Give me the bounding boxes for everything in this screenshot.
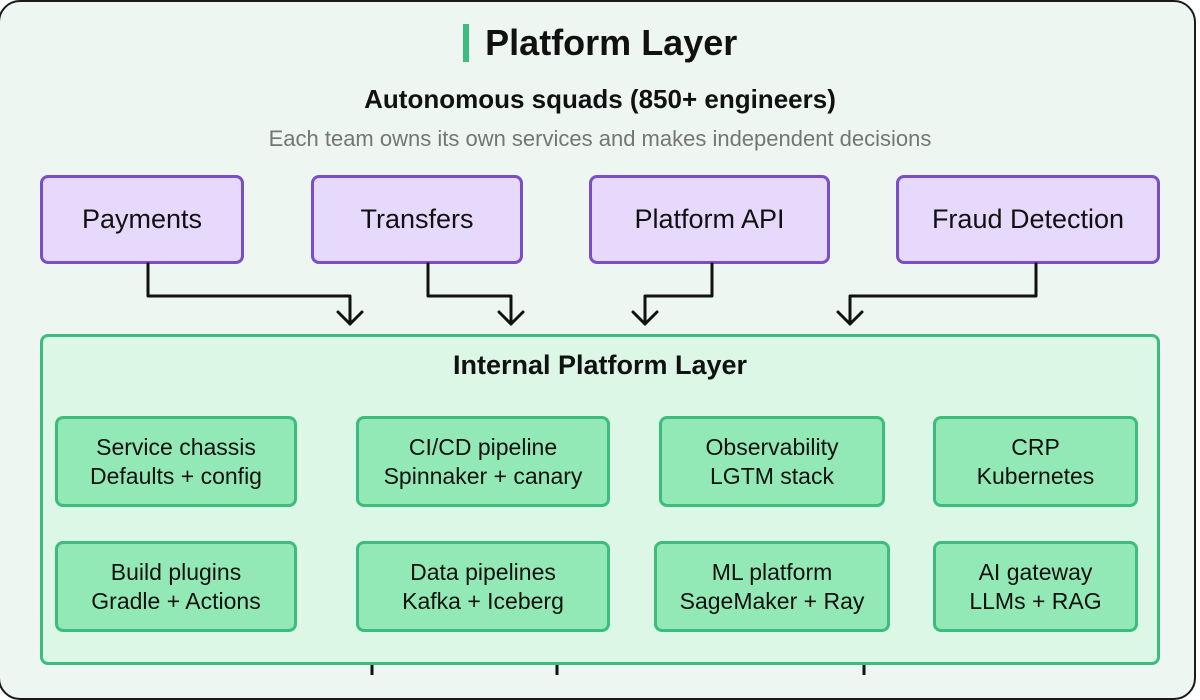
squad-label: Platform API [634,204,785,234]
squad-label: Payments [81,204,203,234]
arrow-platform-api [643,262,714,326]
tile-detail: Kubernetes [976,462,1095,489]
squad-label: Fraud Detection [931,204,1125,234]
platform-title: Internal Platform Layer [452,350,748,380]
tile-name: Service chassis [96,433,256,460]
arrowhead-fraud-detection [836,310,864,326]
title-row: Platform Layer [0,22,1200,64]
tile-detail: LGTM stack [710,462,834,489]
tile-name: ML platform [711,558,833,585]
arrowhead-payments [336,310,364,326]
tile-detail: Gradle + Actions [91,587,261,614]
arrow-fraud-detection [848,262,1038,326]
squad-fraud-detection: Fraud Detection [896,175,1160,264]
squad-payments: Payments [40,175,244,264]
tile-ci-cd-pipeline: CI/CD pipeline Spinnaker + canary [356,416,610,507]
tile-detail: LLMs + RAG [969,587,1102,614]
arrow-payments [146,262,352,326]
tile-ml-platform: ML platform SageMaker + Ray [654,541,890,632]
tile-detail: Spinnaker + canary [383,462,583,489]
squad-label: Transfers [360,204,474,234]
tile-crp: CRP Kubernetes [933,416,1138,507]
arrowhead-transfers [497,310,525,326]
squad-transfers: Transfers [311,175,523,264]
arrow-transfers [426,262,513,326]
tile-name: CI/CD pipeline [408,433,558,460]
tile-name: Data pipelines [410,558,556,585]
squad-platform-api: Platform API [589,175,830,264]
tile-service-chassis: Service chassis Defaults + config [55,416,297,507]
connector-arrows [146,262,1038,675]
tile-data-pipelines: Data pipelines Kafka + Iceberg [356,541,610,632]
page-title: Platform Layer [485,22,738,63]
tile-name: AI gateway [978,558,1093,585]
title-accent-bar [462,24,469,62]
tile-observability: Observability LGTM stack [659,416,885,507]
subtitle: Autonomous squads (850+ engineers) [364,84,836,114]
tile-name: Build plugins [110,558,242,585]
tile-ai-gateway: AI gateway LLMs + RAG [933,541,1138,632]
tile-detail: Defaults + config [90,462,262,489]
tile-name: Observability [705,433,839,460]
tile-detail: SageMaker + Ray [679,587,865,614]
tile-detail: Kafka + Iceberg [402,587,564,614]
description: Each team owns its own services and make… [268,126,932,151]
tile-name: CRP [1011,433,1060,460]
arrowhead-platform-api [631,310,659,326]
tile-build-plugins: Build plugins Gradle + Actions [55,541,297,632]
